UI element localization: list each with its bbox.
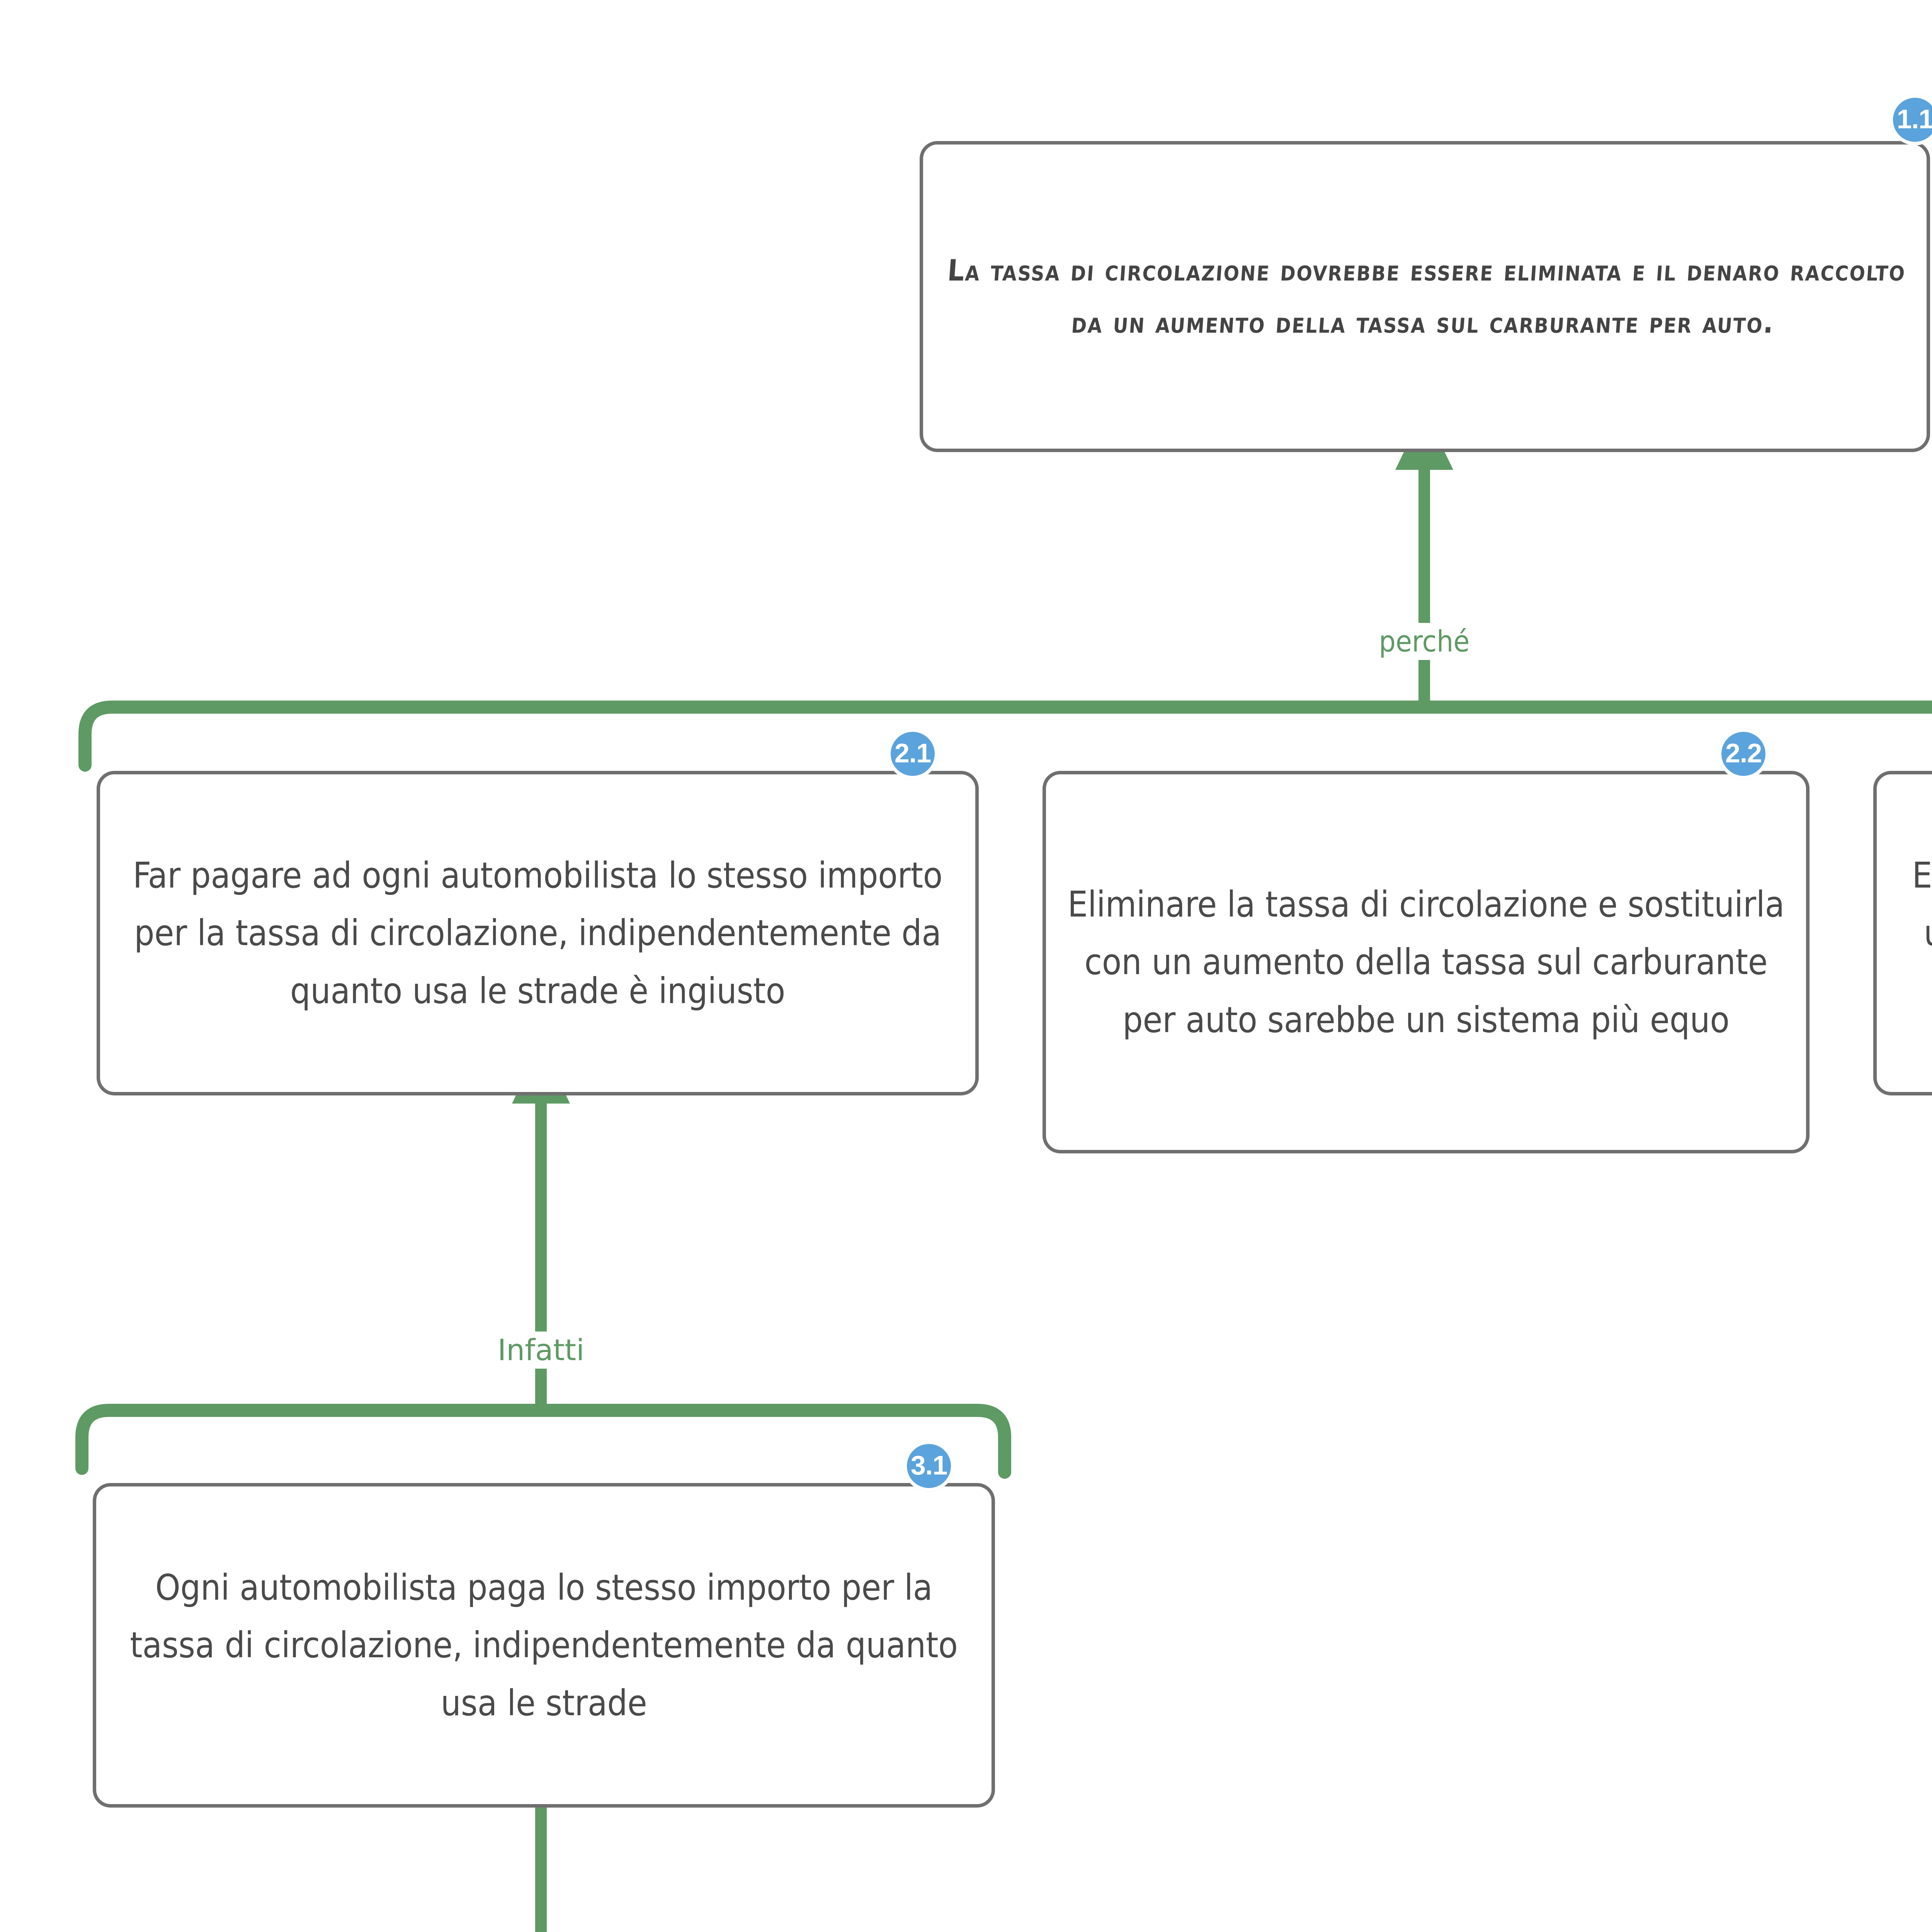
- node-1-1-badge[interactable]: 1.1: [1889, 94, 1932, 145]
- connector-infatti: [75, 1043, 1011, 1479]
- node-2-1-badge[interactable]: 2.1: [887, 728, 938, 779]
- node-3-1-badge[interactable]: 3.1: [903, 1440, 954, 1492]
- node-2-2-badge[interactable]: 2.2: [1718, 728, 1769, 779]
- node-2-1[interactable]: Far pagare ad ogni automobilista lo stes…: [97, 771, 979, 1095]
- connector-label-perche: perché: [1372, 623, 1477, 660]
- node-3-1-text: Ogni automobilista paga lo stesso import…: [130, 1567, 958, 1724]
- node-3-1[interactable]: Ogni automobilista paga lo stesso import…: [93, 1483, 995, 1808]
- connector-perche: [78, 410, 1932, 772]
- node-1-1-text: La tassa di circolazione dovrebbe essere…: [946, 253, 1907, 340]
- node-2-2-text: Eliminare la tassa di circolazione e sos…: [1067, 884, 1785, 1041]
- node-1-1[interactable]: La tassa di circolazione dovrebbe essere…: [920, 141, 1930, 452]
- node-2-1-text: Far pagare ad ogni automobilista lo stes…: [133, 855, 943, 1012]
- connector-label-infatti: Infatti: [490, 1332, 592, 1369]
- node-2-2[interactable]: Eliminare la tassa di circolazione e sos…: [1043, 771, 1810, 1153]
- connector-per-esempio: [535, 1799, 547, 1932]
- node-2-3-text: Eliminare la tassa di circolazione e sos…: [1912, 855, 1932, 954]
- node-2-3[interactable]: Eliminare la tassa di circolazione e sos…: [1873, 771, 1932, 1095]
